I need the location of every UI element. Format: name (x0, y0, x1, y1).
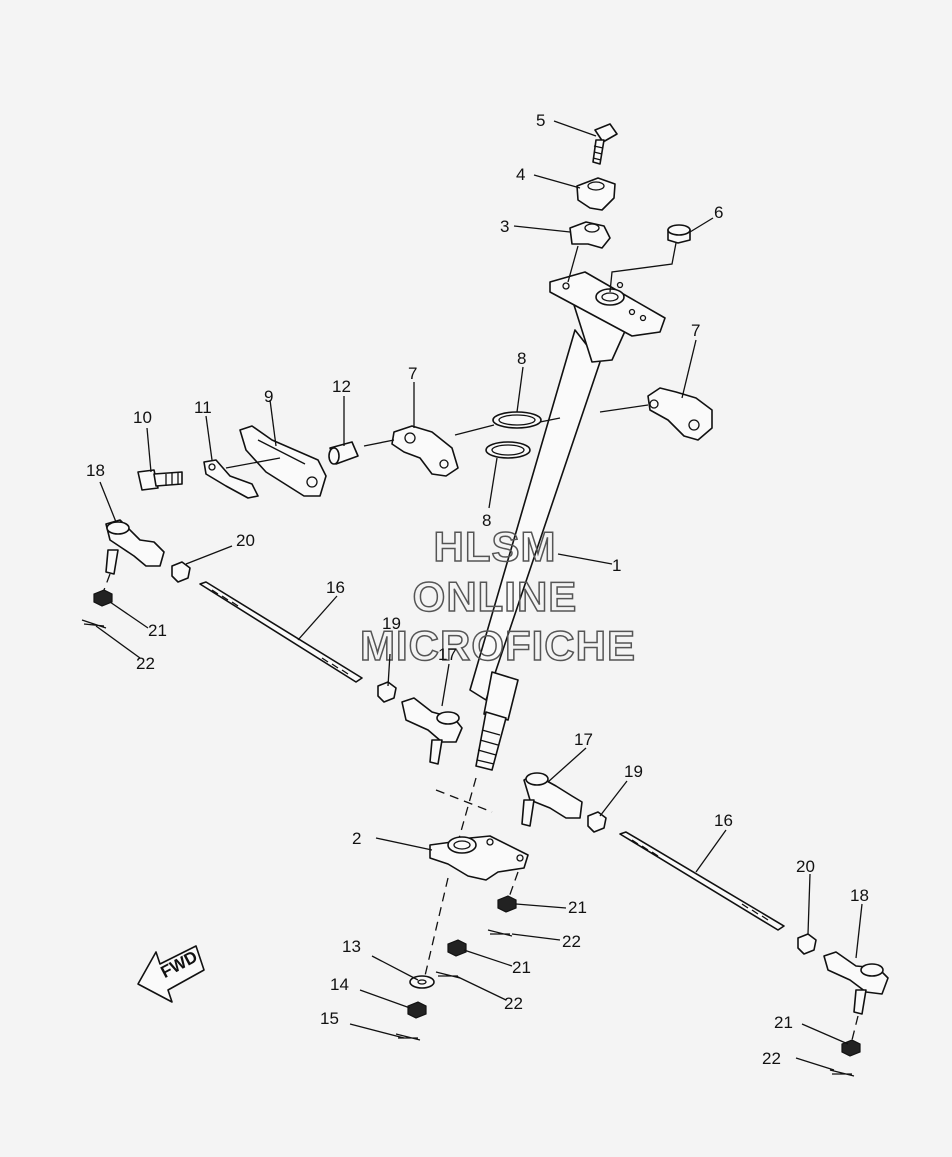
callout-17-right: 17 (574, 730, 593, 749)
svg-text:MICROFICHE: MICROFICHE (360, 622, 636, 669)
upper-holder-4 (576, 177, 616, 211)
callout-20-right: 20 (796, 857, 815, 876)
callout-2: 2 (352, 829, 361, 848)
collar-12 (328, 441, 359, 465)
callout-3: 3 (500, 217, 509, 236)
pitman-axis-line (423, 877, 449, 981)
cotter-22-right (829, 1069, 855, 1077)
plate-9 (239, 425, 327, 497)
fwd-arrow-icon: FWD (137, 945, 205, 1003)
watermark: HLSM ONLINE MICROFICHE (359, 522, 636, 670)
callout-16-left: 16 (326, 578, 345, 597)
cotter-22-center-upper (487, 929, 513, 937)
tie-rod-end-18-right (823, 951, 889, 1015)
callout-22-left: 22 (136, 654, 155, 673)
callout-21-center-lower: 21 (512, 958, 531, 977)
holder-link-line-mid (539, 417, 561, 423)
callout-11: 11 (194, 398, 212, 417)
nut-20-right (797, 933, 817, 955)
callout-21-center-upper: 21 (568, 898, 587, 917)
callout-17-left: 17 (438, 645, 457, 664)
callout-10: 10 (133, 408, 152, 427)
callout-5: 5 (536, 111, 545, 130)
callout-6: 6 (714, 203, 723, 222)
callout-13: 13 (342, 937, 361, 956)
tie-rod-axis-left (103, 573, 111, 591)
callout-7-left: 7 (408, 364, 417, 383)
callout-22-center-lower: 22 (504, 994, 523, 1013)
callout-15: 15 (320, 1009, 339, 1028)
nut-14 (407, 1001, 427, 1019)
callout-14: 14 (330, 975, 349, 994)
cap-leader-path (609, 242, 677, 293)
tie-rod-end-18-left (105, 519, 165, 575)
holder-link-line-left (454, 424, 495, 436)
pitman-left-link-line (435, 789, 493, 813)
nut-19-right (587, 811, 607, 833)
callout-7-right: 7 (691, 321, 700, 340)
callout-16-right: 16 (714, 811, 733, 830)
holder-axis-line (567, 245, 579, 283)
bolt-5 (592, 123, 618, 165)
column-holder-7-left (391, 425, 459, 477)
lower-holder-3 (569, 221, 611, 249)
callout-19-right: 19 (624, 762, 643, 781)
tie-rod-end-17-left (401, 697, 463, 765)
plate-link-line (225, 457, 281, 469)
tie-rod-axis-right (851, 1015, 859, 1041)
callout-1: 1 (612, 556, 621, 575)
column-axis-line (457, 777, 477, 843)
tie-rod-16-left (199, 581, 363, 683)
callout-20-left: 20 (236, 531, 255, 550)
leader-lines (95, 120, 863, 1071)
callout-21-right: 21 (774, 1013, 793, 1032)
bushing-8-upper (492, 411, 542, 429)
cotter-22-left (81, 619, 107, 629)
callout-4: 4 (516, 165, 525, 184)
pitman-right-link-line (507, 871, 519, 901)
nut-20-left (171, 561, 191, 583)
callout-9: 9 (264, 387, 273, 406)
cotter-15 (395, 1033, 421, 1041)
holder-link-line-collar (363, 439, 395, 447)
nut-21-center-lower (447, 939, 467, 957)
callout-21-left: 21 (148, 621, 167, 640)
callout-22-center-upper: 22 (562, 932, 581, 951)
cap-6 (667, 224, 691, 244)
svg-text:HLSM: HLSM (434, 523, 557, 570)
callout-19-left: 19 (382, 614, 401, 633)
bolt-10 (137, 469, 183, 491)
nut-21-center-upper (497, 895, 517, 913)
callout-22-right: 22 (762, 1049, 781, 1068)
column-holder-7-right (647, 387, 713, 441)
nut-19-left (377, 681, 397, 703)
pitman-arm (429, 835, 529, 881)
callout-18-left: 18 (86, 461, 105, 480)
callout-labels: 1 2 3 4 5 6 7 7 8 8 9 10 11 12 13 14 15 … (86, 111, 869, 1068)
cotter-22-center-lower (435, 971, 461, 979)
tie-rod-end-17-right (521, 772, 583, 827)
tie-rod-16-right (619, 831, 785, 931)
bushing-8-lower (485, 441, 531, 459)
callout-18-right: 18 (850, 886, 869, 905)
nut-21-left (93, 589, 113, 607)
svg-text:ONLINE: ONLINE (413, 573, 578, 620)
callout-12: 12 (332, 377, 351, 396)
holder-link-line-right (599, 404, 649, 413)
lock-washer-11 (203, 459, 259, 499)
steering-column (469, 271, 666, 771)
callout-8-lower: 8 (482, 511, 491, 530)
callout-8-upper: 8 (517, 349, 526, 368)
